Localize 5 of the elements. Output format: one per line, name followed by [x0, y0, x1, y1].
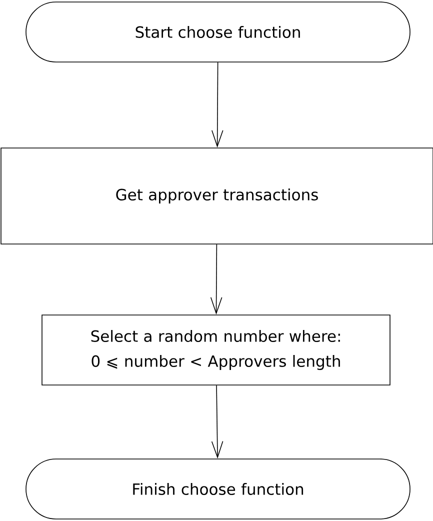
process-box: Select a random number where: 0 ⩽ number < Approvers length	[42, 314, 390, 386]
arrow	[212, 62, 224, 148]
arrow	[211, 385, 224, 459]
process-box: Get approver transactions	[0, 148, 433, 244]
arrow	[210, 244, 222, 315]
